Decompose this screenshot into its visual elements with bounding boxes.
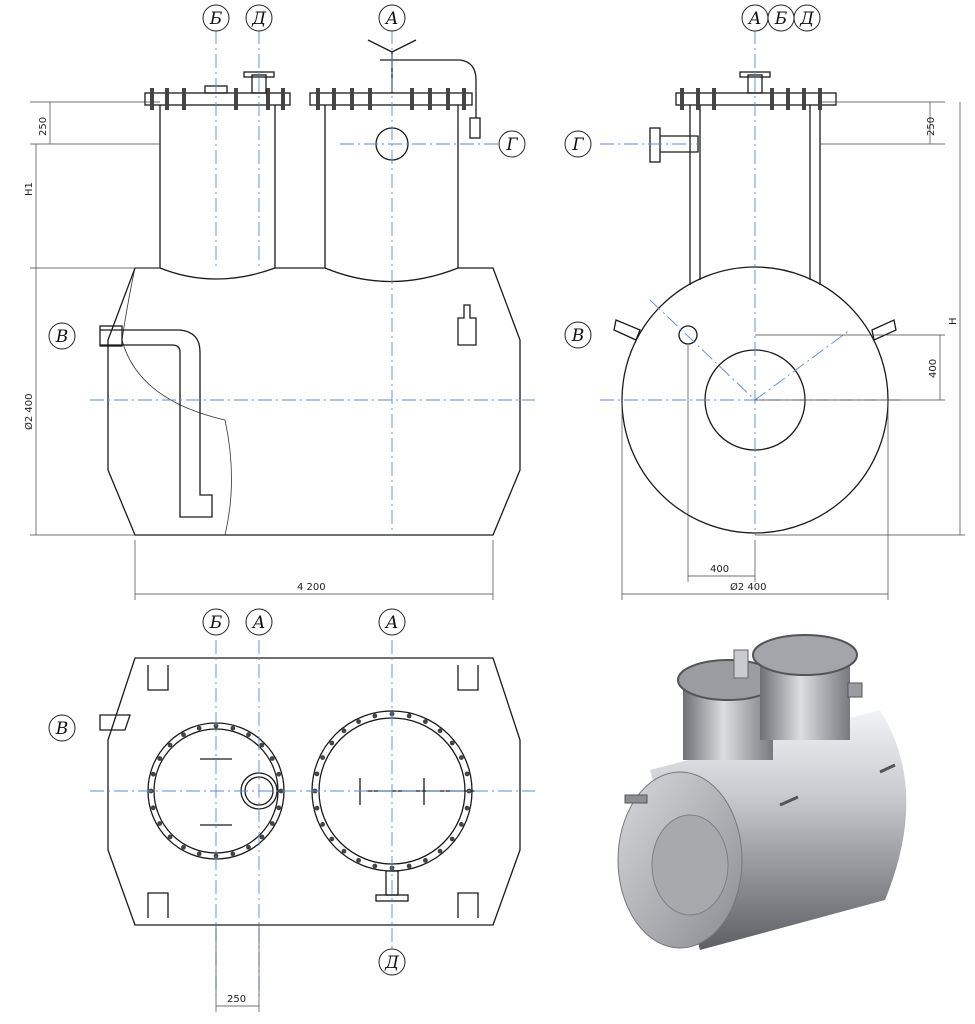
flange-bolt: [259, 834, 265, 840]
dimension-labels: 250 H1 Ø2 400 4 200 250 H 400 400 Ø2 400…: [23, 117, 959, 1005]
flange-bolt: [276, 771, 282, 777]
callout-a-side: А: [741, 4, 769, 32]
callout-d-top: Д: [378, 948, 406, 976]
flange-bolt: [356, 719, 361, 725]
callout-b-front: Б: [202, 4, 230, 32]
side-view: [600, 30, 965, 600]
callout-a-front: А: [378, 4, 406, 32]
flange-bolt: [320, 822, 326, 827]
callout-v-front: В: [48, 322, 76, 350]
flange-bolt: [329, 836, 335, 842]
flange-bolt: [423, 857, 428, 863]
flange-bolt: [246, 732, 251, 738]
flange-bolt: [341, 848, 347, 854]
svg-text:А: А: [252, 613, 266, 633]
svg-text:В: В: [55, 327, 69, 347]
svg-text:Д: Д: [799, 9, 815, 29]
dim-400-vertical: 400: [928, 359, 939, 378]
dim-250-top: 250: [227, 994, 246, 1005]
top-view: [90, 640, 535, 1012]
callout-a-top-right: А: [378, 608, 406, 636]
svg-text:Б: Б: [209, 9, 223, 29]
flange-bolt: [458, 822, 464, 827]
flange-bolt: [157, 756, 163, 761]
callouts: Б Д А Г В А Б Д Г В Б А А В Д: [48, 4, 821, 976]
flange-bolt: [449, 836, 455, 842]
flange-bolt: [437, 848, 443, 854]
callout-g-side: Г: [564, 130, 592, 158]
flange-bolt: [329, 740, 335, 746]
callout-d-front: Д: [245, 4, 273, 32]
flange-bolt: [167, 834, 173, 840]
svg-text:Б: Б: [209, 613, 223, 633]
flange-bolt: [276, 805, 282, 811]
flange-bolt: [423, 719, 428, 725]
dim-250-front: 250: [38, 117, 49, 136]
svg-text:В: В: [55, 719, 69, 739]
svg-text:Д: Д: [251, 9, 267, 29]
flange-bolt: [196, 851, 202, 857]
dim-phi2400-side: Ø2 400: [730, 581, 767, 593]
flange-bolt: [437, 728, 443, 734]
svg-text:Д: Д: [384, 953, 400, 973]
flange-bolt: [230, 725, 236, 731]
flange-bolt: [356, 857, 361, 863]
flange-bolt: [246, 844, 251, 850]
callout-v-side: В: [564, 321, 592, 349]
flange-bolt: [150, 805, 156, 811]
flange-bolt: [181, 844, 186, 850]
flange-bolt: [458, 755, 464, 760]
front-view: [30, 30, 535, 600]
callout-a-top-left: А: [245, 608, 273, 636]
callout-d-side: Д: [793, 4, 821, 32]
dim-length-4200: 4 200: [297, 582, 326, 593]
flange-bolt: [341, 728, 347, 734]
dim-h1: H1: [24, 182, 35, 196]
callout-v-top: В: [48, 714, 76, 742]
flange-bolt: [269, 756, 275, 761]
dim-h: H: [948, 317, 959, 325]
flange-bolt: [150, 771, 156, 777]
dim-250-side: 250: [926, 117, 937, 136]
flange-bolt: [449, 740, 455, 746]
flange-bolt: [406, 863, 412, 869]
flange-bolt: [314, 771, 320, 777]
svg-text:А: А: [748, 9, 762, 29]
flange-bolt: [157, 821, 163, 826]
dim-phi2400-front: Ø2 400: [23, 394, 35, 431]
flange-bolt: [314, 805, 320, 811]
callout-b-side: Б: [767, 4, 795, 32]
flange-bolt: [464, 771, 470, 777]
flange-bolt: [464, 805, 470, 811]
flange-bolt: [196, 725, 202, 731]
flange-bolt: [230, 851, 236, 857]
flange-bolt: [167, 742, 173, 748]
flange-bolt: [372, 713, 378, 719]
dim-400-horizontal: 400: [710, 564, 729, 575]
flange-bolt: [372, 863, 378, 869]
svg-text:А: А: [385, 9, 399, 29]
callout-g-front: Г: [498, 130, 526, 158]
flange-bolt: [320, 755, 326, 760]
tank-3d-render: [617, 634, 907, 950]
flange-bolt: [181, 732, 186, 738]
svg-text:В: В: [571, 326, 585, 346]
svg-text:Б: Б: [774, 9, 788, 29]
flange-bolt: [269, 821, 275, 826]
flange-bolt: [406, 713, 412, 719]
flange-bolt: [278, 788, 284, 794]
svg-text:Г: Г: [571, 135, 584, 155]
svg-text:А: А: [385, 613, 399, 633]
flange-bolt: [259, 742, 265, 748]
callout-b-top: Б: [202, 608, 230, 636]
svg-text:Г: Г: [505, 135, 518, 155]
